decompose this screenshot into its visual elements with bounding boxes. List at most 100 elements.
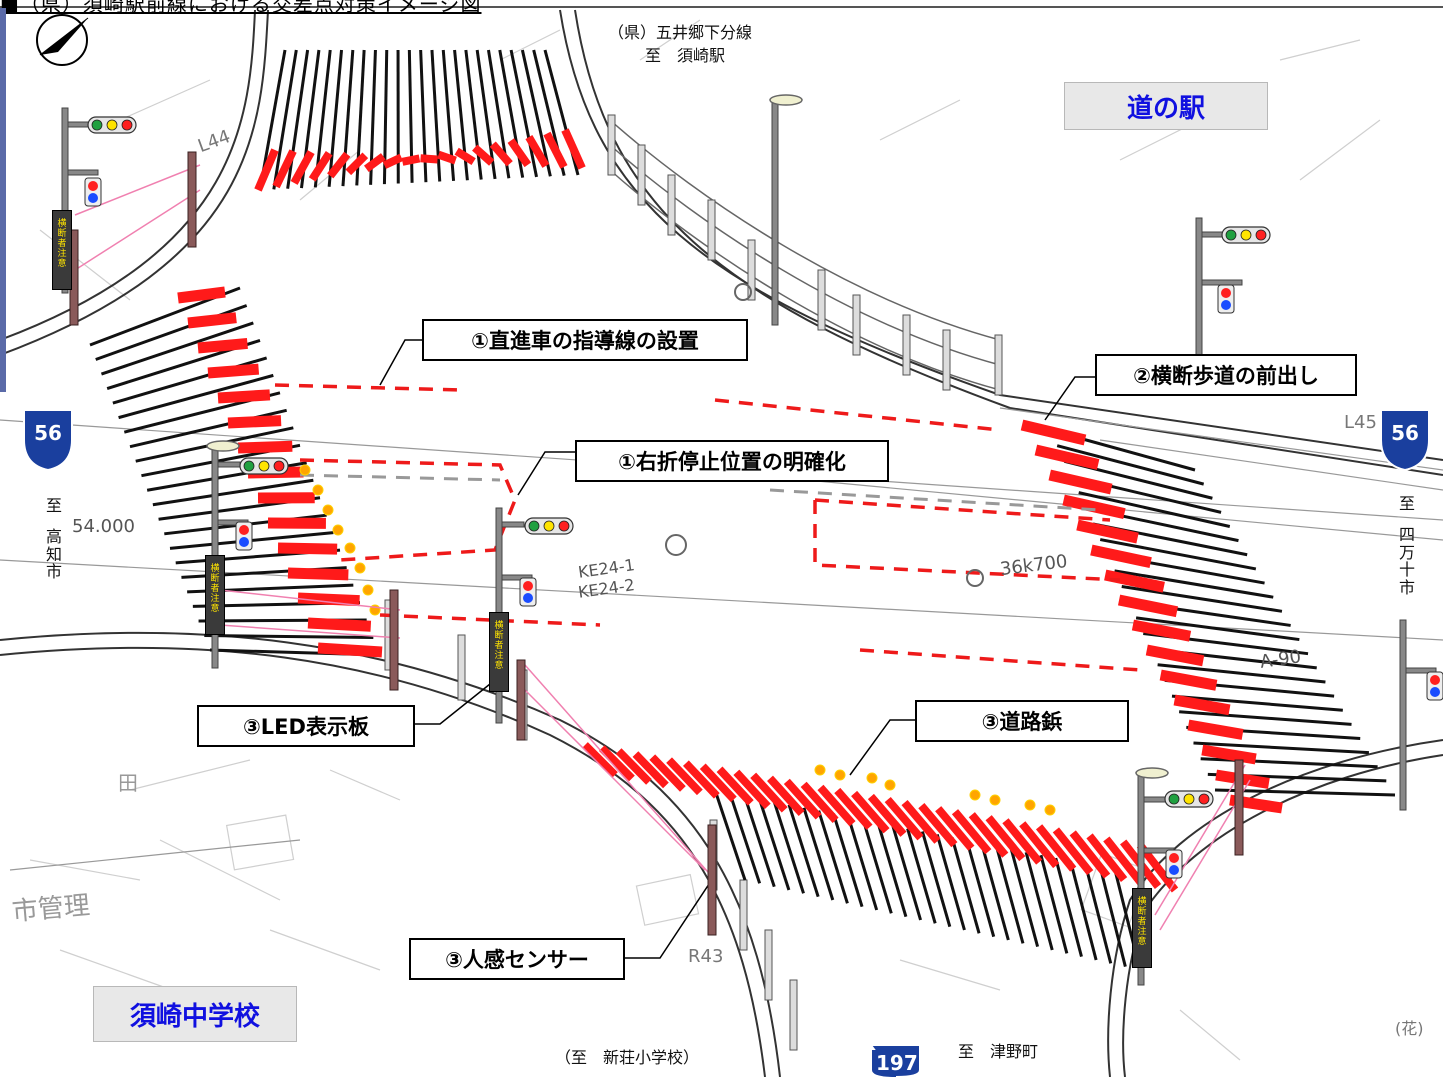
signal-lamp [1168, 793, 1180, 805]
signal-lamp [558, 520, 570, 532]
south-stripe [772, 801, 805, 894]
north-red-stripe [290, 150, 315, 185]
south-red-stripe [800, 781, 839, 823]
south-red-stripe [968, 812, 1009, 858]
sensor-lines [74, 164, 1251, 931]
north-stripe [430, 49, 442, 182]
ped-lamp-blue [88, 193, 98, 203]
pole-arms [67, 121, 1437, 854]
south-red-stripe [1002, 818, 1043, 865]
west-red-stripe [217, 389, 271, 404]
ped-lamp-red [239, 525, 249, 535]
south-stripe [817, 810, 849, 904]
south-stripe [713, 789, 747, 881]
road-stud [814, 764, 826, 776]
south-red-stripe [767, 775, 805, 817]
east-stripe [1135, 616, 1300, 642]
south-east-destination: 至 津野町 [958, 1042, 1039, 1061]
south-stripe [832, 813, 864, 908]
signal-lamp [273, 460, 285, 472]
north-stripe [509, 49, 538, 178]
east-red-stripe [1048, 469, 1113, 495]
callout-led-board: ③LED表示板 [197, 705, 415, 747]
east-red-stripe [1131, 619, 1192, 642]
east-to-label: 至 [1398, 494, 1415, 513]
signal-lamp [121, 119, 133, 131]
east-red-stripe [1201, 744, 1257, 765]
signal-lamp [258, 460, 270, 472]
ped-lamp-red [523, 581, 533, 591]
road-stud [299, 464, 311, 476]
ped-lamp-blue [239, 537, 249, 547]
signal-lamp [1240, 229, 1252, 241]
traffic-signals [87, 116, 1271, 808]
east-red-stripe [1034, 444, 1100, 470]
south-red-stripe [1103, 836, 1145, 886]
road-stud [969, 789, 981, 801]
south-red-stripe [683, 760, 720, 799]
west-red-stripe [307, 617, 372, 632]
north-crosswalk-black [258, 49, 580, 191]
road-stud [362, 584, 374, 596]
ped-lamp-blue [523, 593, 533, 603]
road-stud [884, 779, 896, 791]
callout-motion-sensor: ③人感センサー [409, 938, 625, 980]
south-stripe [920, 831, 952, 928]
road-stud [332, 524, 344, 536]
south-red-stripe [1052, 827, 1094, 876]
ped-signals [84, 177, 1443, 879]
north-red-stripe [308, 151, 333, 182]
north-stripe [286, 49, 310, 189]
north-stripe [327, 49, 344, 187]
ped-lamp-blue [1169, 865, 1179, 875]
callout-guide-lines: ①直進車の指導線の設置 [422, 319, 748, 361]
north-red-stripe [507, 138, 532, 168]
east-stripe [1121, 585, 1283, 613]
school-label: 須崎中学校 [93, 986, 297, 1042]
led-sign-s-text: 横断者注意 [494, 621, 504, 671]
north-stripe [520, 49, 552, 177]
south-red-stripe [901, 799, 941, 844]
south-stripe [1024, 851, 1054, 951]
east-city-label: 四万十市 [1398, 525, 1415, 597]
east-red-stripe [1062, 494, 1126, 519]
led-sign-nw-text: 横断者注意 [57, 219, 67, 269]
south-stripe [787, 804, 820, 898]
south-stripe [980, 842, 1010, 941]
north-red-stripe [382, 153, 404, 169]
north-crosswalk-red [254, 128, 586, 192]
south-stripe [906, 828, 937, 924]
michi-no-eki-label: 道の駅 [1064, 82, 1268, 130]
south-red-stripe [615, 748, 652, 785]
west-stripe [100, 321, 254, 376]
north-destination-label: 至 須崎駅 [645, 46, 726, 65]
east-stripe [1214, 788, 1396, 797]
east-red-stripe [1173, 694, 1231, 716]
signal-lamp [543, 520, 555, 532]
south-red-stripe [1019, 821, 1060, 869]
south-stripe [758, 798, 791, 891]
south-stripe [861, 819, 893, 914]
south-red-stripe [834, 787, 873, 830]
ped-lamp-red [1169, 853, 1179, 863]
station-label: 54.000 [72, 516, 135, 537]
ped-lamp-red [1221, 288, 1231, 298]
callout-leaders [379, 339, 1095, 959]
south-crosswalk-black [713, 789, 1142, 971]
north-red-stripe [489, 141, 513, 167]
south-stripe [1054, 857, 1083, 958]
south-stripe [1009, 848, 1040, 948]
north-red-stripe [327, 151, 351, 179]
road-stud [834, 769, 846, 781]
north-red-stripe [437, 150, 457, 165]
south-red-stripe [750, 772, 788, 813]
south-red-stripe [699, 763, 737, 803]
south-stripe [935, 834, 966, 931]
led-sign-se-text: 横断者注意 [1137, 897, 1147, 947]
south-red-stripe [666, 757, 703, 796]
north-red-stripe [345, 152, 369, 176]
west-red-stripe [207, 363, 260, 379]
ped-lamp-blue [1430, 687, 1440, 697]
south-stripe [965, 839, 996, 938]
